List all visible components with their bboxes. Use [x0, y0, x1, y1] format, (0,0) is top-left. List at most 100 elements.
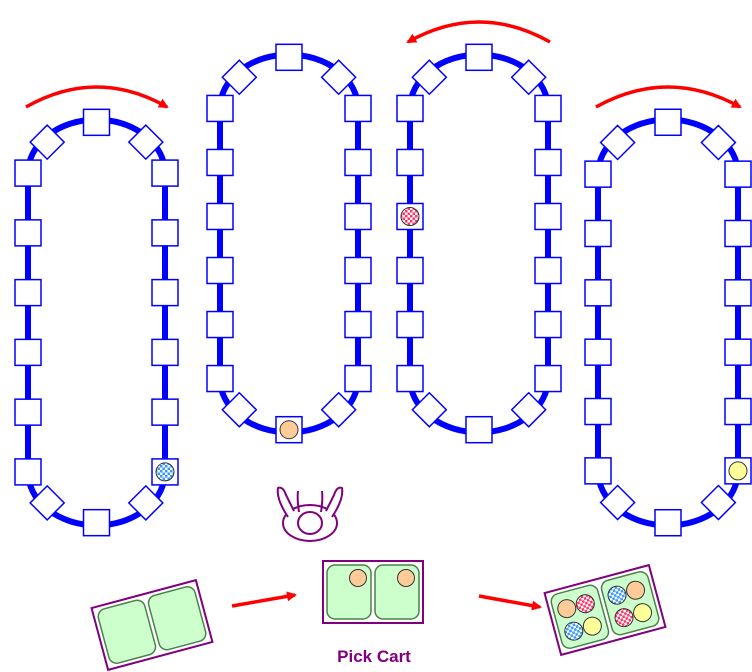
empty-tray	[90, 578, 214, 672]
operator-figure	[276, 486, 344, 542]
carousel-slot	[584, 338, 612, 366]
carousel-slot	[700, 124, 737, 161]
carousel-slot	[29, 124, 66, 161]
orange-item	[557, 599, 577, 619]
carousel-slot	[396, 256, 424, 285]
carousel-slot	[534, 364, 562, 393]
carousel-slot	[724, 160, 752, 188]
carousel-slot	[151, 159, 179, 187]
carousel-slot	[534, 310, 562, 339]
carousel-slot	[14, 458, 42, 486]
orange-item	[397, 569, 415, 587]
carousel-3	[396, 43, 562, 444]
carousel-slot	[206, 310, 234, 339]
carousel-slot	[127, 484, 164, 521]
carousel-slot	[724, 338, 752, 366]
carousel-slot	[584, 457, 612, 485]
carousel-slot	[534, 202, 562, 231]
yellow-item	[582, 616, 602, 636]
carousel-slot	[151, 338, 179, 367]
pink-checkered-item	[614, 608, 634, 628]
carousel-slot	[396, 364, 424, 393]
carousel-slot	[82, 508, 111, 537]
carousel-track	[25, 116, 168, 529]
carousel-slot	[206, 364, 234, 393]
carousel-slot	[654, 508, 682, 537]
carousel-slot	[221, 59, 258, 96]
carousel-4	[584, 108, 752, 537]
carousel-slot	[151, 278, 179, 307]
carousel-slot	[344, 256, 372, 285]
carousel-slot	[599, 484, 636, 521]
rotation-arrow	[406, 20, 551, 44]
carousel-slot	[206, 94, 234, 123]
carousel-slot	[396, 94, 424, 123]
carousel-slot	[584, 397, 612, 426]
flow-arrow	[478, 594, 542, 611]
carousel-slot	[584, 160, 612, 188]
blue-checkered-item	[564, 621, 584, 641]
carousel-slot	[724, 397, 752, 426]
carousel-track	[217, 51, 361, 436]
carousel-slot	[206, 148, 234, 177]
filled-tray	[543, 563, 667, 657]
yellow-item	[728, 461, 748, 481]
orange-item	[626, 580, 646, 600]
carousel-slot	[221, 391, 258, 428]
pink-checkered-item	[400, 206, 420, 226]
carousel-slot	[14, 398, 42, 426]
carousel-slot	[14, 219, 42, 247]
operator-right-arm	[325, 486, 344, 518]
carousel-slot	[151, 219, 179, 247]
carousel-slot	[82, 108, 111, 137]
carousel-slot	[534, 148, 562, 177]
carousel-track	[595, 116, 741, 529]
carousel-slot	[465, 43, 493, 72]
carousel-2	[206, 43, 372, 444]
carousel-slot	[151, 398, 179, 426]
carousel-slot	[534, 256, 562, 285]
carousel-slot	[534, 94, 562, 123]
flow-arrow	[231, 591, 297, 608]
carousel-1	[14, 108, 179, 537]
orange-item	[349, 569, 367, 587]
carousel-slot	[584, 219, 612, 248]
carousel-slot	[344, 148, 372, 177]
carousel-track	[407, 51, 551, 436]
pick-cart-tray	[322, 560, 424, 624]
carousel-slot	[344, 202, 372, 231]
carousel-slot	[344, 94, 372, 123]
operator-left-hand	[296, 490, 300, 513]
carousel-slot	[320, 59, 357, 96]
carousel-slot	[510, 59, 547, 96]
carousel-slot	[654, 108, 682, 137]
carousel-slot	[411, 391, 448, 428]
pink-checkered-item	[575, 594, 595, 614]
carousel-slot	[344, 364, 372, 393]
orange-item	[279, 420, 299, 440]
carousel-slot	[14, 338, 42, 367]
operator-left-arm	[276, 486, 295, 518]
blue-checkered-item	[607, 585, 627, 605]
carousel-slot	[127, 124, 164, 161]
carousel-slot	[411, 59, 448, 96]
carousel-slot	[275, 43, 303, 72]
rotation-arrow	[25, 85, 169, 109]
carousel-slot	[465, 415, 493, 444]
carousel-slot	[320, 391, 357, 428]
operator-head	[297, 511, 323, 535]
tray-bin	[97, 599, 157, 664]
carousel-slot	[724, 279, 752, 307]
carousel-slot	[206, 256, 234, 285]
carousel-slot	[724, 219, 752, 248]
carousel-slot	[584, 279, 612, 307]
yellow-item	[633, 603, 653, 623]
carousel-slot	[700, 484, 737, 521]
carousel-slot	[396, 148, 424, 177]
rotation-arrow	[595, 85, 742, 109]
pick-cart-caption: Pick Cart	[337, 647, 411, 666]
carousel-slot	[14, 159, 42, 187]
carousel-slot	[14, 278, 42, 307]
